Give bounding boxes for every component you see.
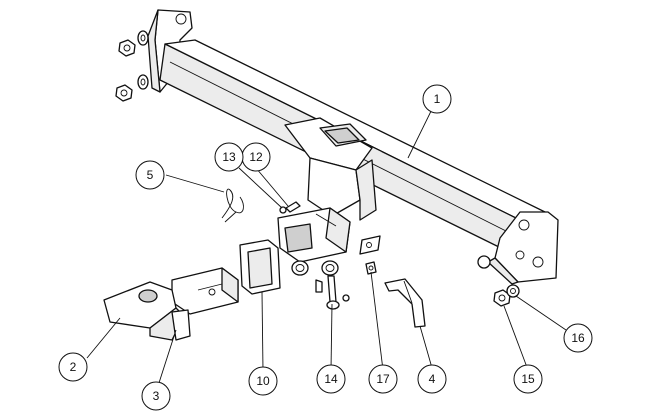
leader-lines [86,98,567,387]
crossbar-part [147,9,559,285]
callout-2: 2 [58,352,88,382]
bent-rod [384,278,426,328]
svg-text:12: 12 [249,150,263,164]
callout-1: 1 [422,84,452,114]
svg-text:10: 10 [256,374,270,388]
callout-12: 12 [241,142,271,172]
callout-15: 15 [513,364,543,394]
svg-text:1: 1 [434,92,441,106]
shackle-bolt [315,275,350,310]
callout-3: 3 [141,381,171,411]
callout-13: 13 [214,142,244,172]
svg-text:5: 5 [147,168,154,182]
svg-text:15: 15 [521,372,535,386]
ball-mount [103,267,239,341]
svg-text:16: 16 [571,331,585,345]
svg-text:2: 2 [70,360,77,374]
pin-part-12 [279,201,301,214]
svg-text:3: 3 [153,389,160,403]
callout-10: 10 [248,366,278,396]
left-fasteners [115,30,149,102]
callout-14: 14 [316,364,346,394]
right-fasteners [477,255,520,307]
callout-5: 5 [135,160,165,190]
callout-17: 17 [368,364,398,394]
callout-16: 16 [563,323,593,353]
svg-text:14: 14 [324,372,338,386]
svg-text:4: 4 [429,372,436,386]
svg-text:17: 17 [376,372,390,386]
callout-4: 4 [417,364,447,394]
svg-text:13: 13 [222,150,236,164]
clip-part-17 [365,261,377,275]
hitch-pin-clip [221,188,244,223]
receiver-cover [239,239,281,295]
